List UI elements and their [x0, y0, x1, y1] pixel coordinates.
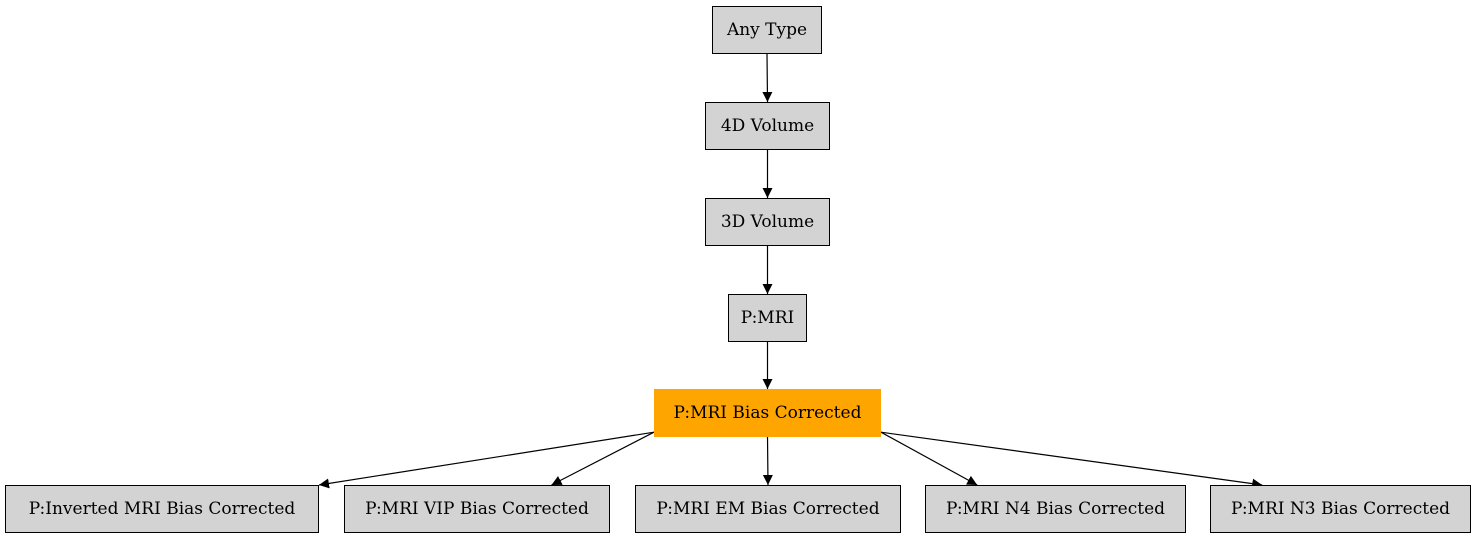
- node-p-mri-bias-corrected[interactable]: P:MRI Bias Corrected: [654, 389, 881, 437]
- node-p-mri-n4-bias-corrected[interactable]: P:MRI N4 Bias Corrected: [925, 485, 1186, 533]
- node-4d-volume[interactable]: 4D Volume: [705, 102, 830, 150]
- node-p-mri[interactable]: P:MRI: [728, 294, 807, 342]
- edge-p_mri_bias_corrected-to-p_inverted_mri_bias_corrected: [318, 431, 655, 489]
- node-3d-volume[interactable]: 3D Volume: [705, 198, 830, 246]
- edge-any_type-to-volume_4d: [762, 53, 773, 103]
- node-any-type[interactable]: Any Type: [712, 6, 822, 54]
- node-p-mri-vip-bias-corrected[interactable]: P:MRI VIP Bias Corrected: [344, 485, 610, 533]
- node-p-mri-n3-bias-corrected[interactable]: P:MRI N3 Bias Corrected: [1210, 485, 1471, 533]
- edge-p_mri_bias_corrected-to-p_mri_n3_bias_corrected: [880, 431, 1263, 489]
- edge-p_mri_bias_corrected-to-p_mri_n4_bias_corrected: [880, 431, 978, 486]
- node-p-mri-em-bias-corrected[interactable]: P:MRI EM Bias Corrected: [635, 485, 901, 533]
- node-p-inverted-mri-bias-corrected[interactable]: P:Inverted MRI Bias Corrected: [5, 485, 319, 533]
- edge-p_mri_bias_corrected-to-p_mri_vip_bias_corrected: [551, 431, 655, 486]
- edge-p_mri_bias_corrected-to-p_mri_em_bias_corrected: [762, 436, 773, 486]
